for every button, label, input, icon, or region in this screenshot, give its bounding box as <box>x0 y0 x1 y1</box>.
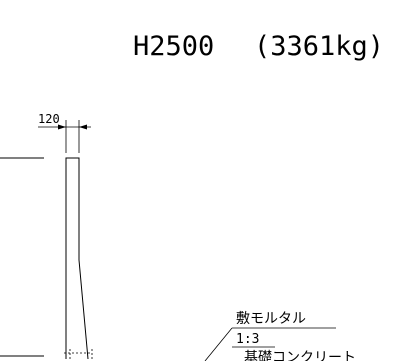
mortar-ratio-label: 1:3 <box>236 332 259 347</box>
mortar-leader-line <box>204 327 233 361</box>
drawing-title-weight: (3361kg) <box>254 31 384 62</box>
width-arrow-right <box>79 124 87 130</box>
mortar-label: 敷モルタル <box>236 311 306 327</box>
wall-section-outline <box>65 157 89 360</box>
drawing-title-model: H2500 <box>133 31 214 62</box>
width-arrow-left <box>58 124 66 130</box>
concrete-label: 基礎コンクリート <box>244 349 356 361</box>
width-dimension-label: 120 <box>38 112 60 126</box>
